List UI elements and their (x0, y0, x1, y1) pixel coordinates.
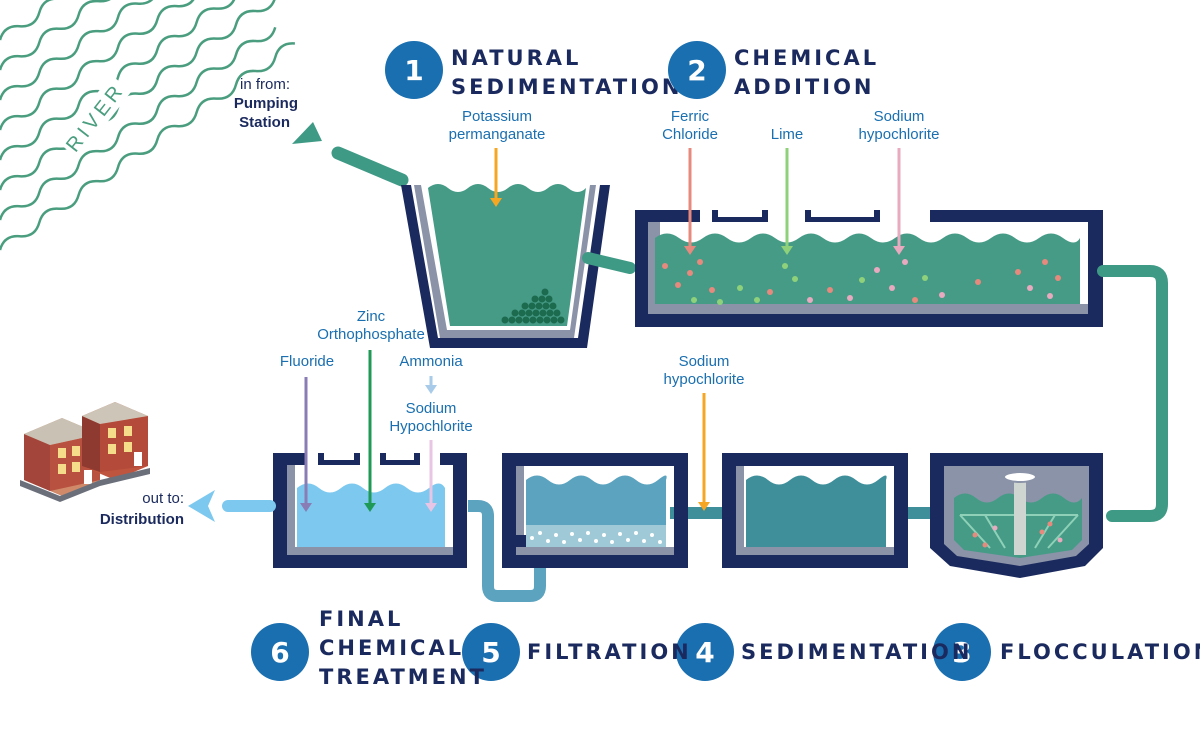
tank-5-filtration (502, 453, 688, 568)
fluoride-label: Fluoride (280, 353, 334, 370)
ferric-label-line2: Chloride (662, 126, 718, 143)
outlet-label-line1: out to: (142, 490, 184, 507)
step-1-circle (385, 41, 443, 99)
step-4-number: 4 (695, 636, 714, 669)
lime-label: Lime (771, 126, 804, 143)
step-2-number: 2 (687, 54, 706, 87)
tank-6-final-treatment (273, 453, 467, 568)
step-3-title: FLOCCULATION (1000, 640, 1200, 664)
step-1-number: 1 (404, 54, 423, 87)
step-4-title: SEDIMENTATION (741, 640, 972, 664)
step-6-title-line2: CHEMICAL (319, 636, 464, 660)
step-3-badge: 3 (933, 623, 991, 681)
zinc-arrow-head (364, 503, 376, 512)
step-2-circle (668, 41, 726, 99)
sodium-hypo-6-label-line2: Hypochlorite (389, 418, 472, 435)
sodium-hypo-2-label-line1: Sodium (874, 108, 925, 125)
inlet-arrow-icon (292, 122, 322, 144)
step-2-title-line2: ADDITION (734, 75, 875, 99)
step-1-title-line1: NATURAL (451, 46, 581, 70)
tank-4-sedimentation (722, 453, 908, 568)
sodium-hypo-6-label-line1: Sodium (406, 400, 457, 417)
lime-arrow-head (781, 246, 793, 255)
step-5-circle (462, 623, 520, 681)
step-6-title-line1: FINAL (319, 607, 403, 631)
outlet-arrow-icon (188, 490, 215, 522)
sodium-hypo-2-label-line2: hypochlorite (859, 126, 940, 143)
step-1-badge: 1 (385, 41, 443, 99)
inlet-pipe (331, 146, 409, 187)
pipe-2-to-3 (1097, 265, 1168, 522)
potassium-arrow-head (490, 198, 502, 207)
step-4-badge: 4 (676, 623, 734, 681)
step-3-number: 3 (952, 636, 971, 669)
step-5-number: 5 (481, 636, 500, 669)
step-4-circle (676, 623, 734, 681)
step-5-badge: 5 (462, 623, 520, 681)
ammonia-arrow-head (425, 385, 437, 394)
step-2-badge: 2 (668, 41, 726, 99)
tank-2-chemical-addition (635, 210, 1103, 327)
zinc-label-line2: Orthophosphate (317, 326, 425, 343)
sodium-hypo-6-arrow-head (425, 503, 437, 512)
zinc-label-line1: Zinc (357, 308, 386, 325)
step-6-title-line3: TREATMENT (319, 665, 487, 689)
sodium-hypo-4-arrow-head (698, 502, 710, 511)
ferric-label-line1: Ferric (671, 108, 710, 125)
step-5-title: FILTRATION (527, 640, 692, 664)
sodium-hypo-4-label-line1: Sodium (679, 353, 730, 370)
inlet-label-line2: Pumping (234, 95, 298, 112)
buildings-icon (20, 402, 150, 502)
step-2-title-line1: CHEMICAL (734, 46, 879, 70)
sodium-hypo-2-arrow-head (893, 246, 905, 255)
fluoride-arrow-head (300, 503, 312, 512)
inlet-label-line1: in from: (240, 76, 290, 93)
river-waves (0, 0, 295, 251)
step-1-title-line2: SEDIMENTATION (451, 75, 682, 99)
basin-1-natural-sedimentation (401, 184, 610, 348)
ammonia-label: Ammonia (399, 353, 463, 370)
floc-particles (662, 259, 1061, 305)
tank-3-flocculation (930, 453, 1103, 578)
river-label-bg (58, 75, 132, 159)
pipe-5-to-6 (468, 500, 546, 602)
step-6-number: 6 (270, 636, 289, 669)
sodium-hypo-4-label-line2: hypochlorite (664, 371, 745, 388)
pipe-1-to-2 (582, 252, 636, 274)
step-6-badge: 6 (251, 623, 309, 681)
ferric-arrow-head (684, 246, 696, 255)
inlet-label-line3: Station (239, 114, 290, 131)
outlet-label-line2: Distribution (100, 511, 184, 528)
potassium-label-line1: Potassium (462, 108, 532, 125)
potassium-label-line2: permanganate (449, 126, 546, 143)
step-6-circle (251, 623, 309, 681)
step-3-circle (933, 623, 991, 681)
